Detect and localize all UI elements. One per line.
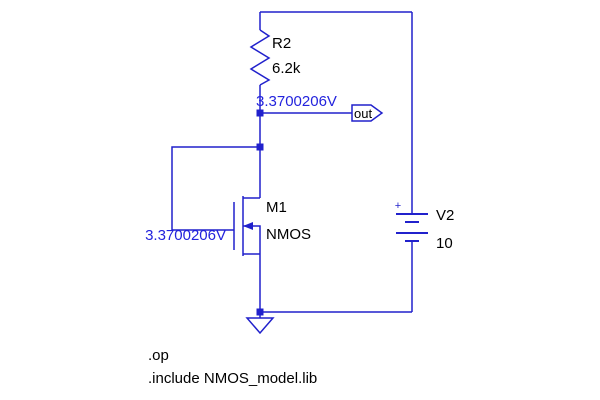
vsource-value-label[interactable]: 10	[436, 235, 453, 252]
nmos-symbol[interactable]	[233, 196, 261, 256]
net-flag-out[interactable]: out	[351, 104, 384, 122]
junction-dot-out	[256, 109, 264, 117]
resistor-symbol[interactable]	[249, 12, 271, 113]
junction-dot-gate-tap	[256, 143, 264, 151]
mosfet-name-label[interactable]: M1	[266, 199, 287, 216]
net-flag-label[interactable]: out	[354, 106, 372, 121]
mosfet-model-label[interactable]: NMOS	[266, 226, 311, 243]
wire-gate-loop[interactable]	[171, 146, 260, 231]
directive-op[interactable]: .op	[148, 347, 169, 364]
resistor-value-label[interactable]: 6.2k	[272, 60, 301, 77]
vsource-name-label[interactable]: V2	[436, 207, 454, 224]
battery-plus-sign: +	[395, 200, 401, 212]
probe-label-out[interactable]: 3.3700206V	[256, 93, 337, 110]
net-flag-shape[interactable]	[351, 104, 384, 122]
nmos-body-stub[interactable]	[243, 225, 261, 254]
nmos-arrow-icon	[243, 222, 253, 230]
probe-label-gate[interactable]: 3.3700206V	[145, 227, 226, 244]
ground-triangle[interactable]	[245, 317, 275, 335]
battery-symbol[interactable]: +	[395, 200, 428, 242]
resistor-name-label[interactable]: R2	[272, 35, 291, 52]
junction-dot-ground	[256, 308, 264, 316]
directive-include[interactable]: .include NMOS_model.lib	[148, 370, 317, 387]
resistor-zigzag[interactable]	[249, 29, 271, 86]
